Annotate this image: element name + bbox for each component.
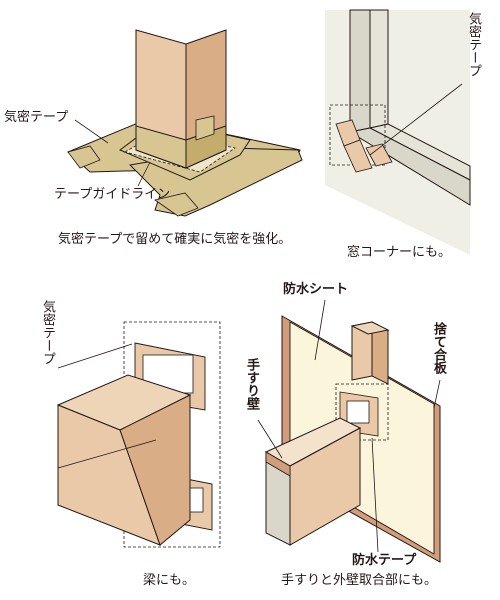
caption-handrail-junction: 手すりと外壁取合部にも。 — [281, 573, 438, 588]
handrail-diagram — [257, 299, 441, 563]
wall-outline — [123, 321, 221, 548]
leader-sheet — [314, 299, 326, 361]
handrail-cap — [265, 451, 291, 477]
beam-side — [119, 394, 191, 546]
leader-tape-1 — [74, 119, 109, 144]
label-tape-guideline: テープガイドライン — [54, 187, 171, 202]
tape-zone — [335, 383, 389, 441]
corner-tape-3 — [365, 143, 393, 167]
caption-column: 気密テープで留めて確実に気密を強化。 — [58, 232, 292, 247]
handrail-side — [289, 427, 361, 546]
caption-beam: 梁にも。 — [143, 573, 196, 588]
caption-window-corner: 窓コーナーにも。 — [347, 245, 452, 260]
column-diagram — [67, 29, 303, 217]
beam-diagram — [56, 321, 221, 548]
tape-end-bottom — [154, 192, 199, 217]
window-corner-diagram — [325, 9, 471, 255]
leader-guide-1 — [137, 161, 151, 187]
label-waterproof-sheet: 防水シート — [283, 282, 349, 297]
tape-flap — [195, 115, 215, 141]
leader-waterproof-tape — [371, 437, 379, 553]
label-handrail-wall: 手すり壁 — [244, 358, 259, 410]
label-sheathing-plywood: 捨て合板 — [431, 322, 446, 374]
corner-tape-2 — [343, 139, 373, 173]
label-airtight-tape-beam: 気密テープ — [40, 300, 55, 365]
label-airtight-tape-column: 気密テープ — [4, 110, 69, 125]
leader-tape-3 — [57, 343, 133, 369]
tape-square-inner — [346, 400, 370, 424]
frame-vertical-outer — [349, 9, 371, 133]
leader-plywood — [433, 379, 441, 409]
leader-handrail — [257, 419, 283, 459]
beam-seam — [57, 439, 157, 469]
tape-end-left — [67, 145, 101, 169]
post-top — [350, 321, 390, 335]
label-airtight-tape-window: 気密テープ — [466, 12, 481, 77]
label-waterproof-tape: 防水テープ — [352, 553, 417, 568]
leader-tape-2 — [369, 83, 463, 156]
